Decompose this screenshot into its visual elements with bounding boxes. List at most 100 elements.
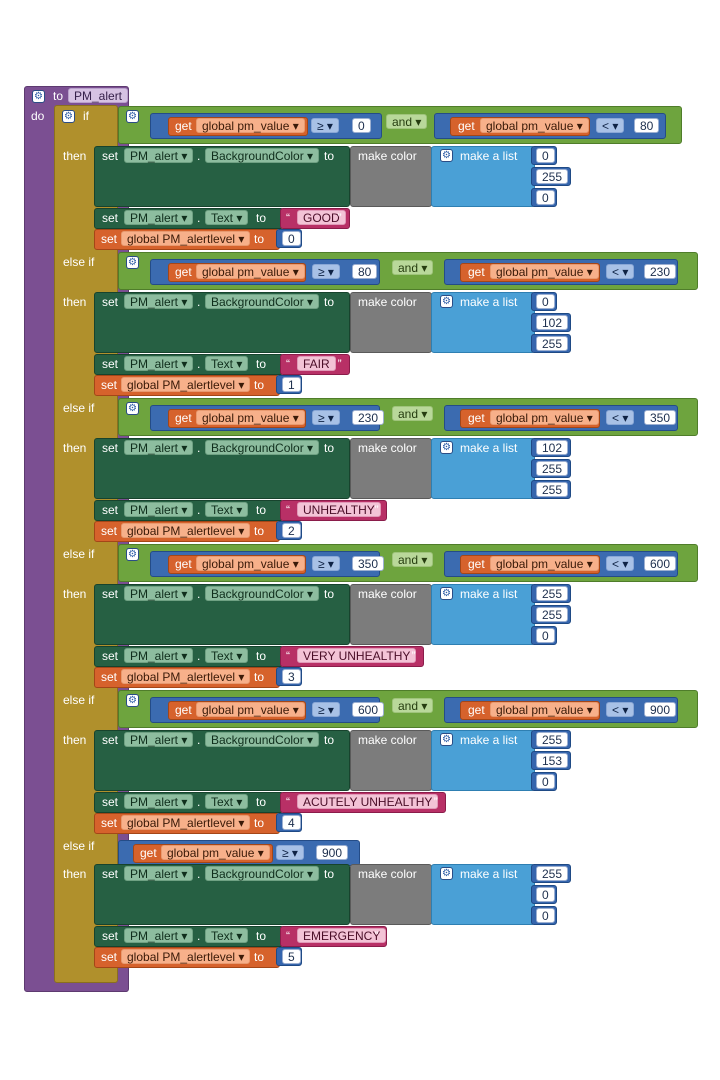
gear-icon[interactable]: ⚙ — [440, 295, 453, 308]
text-field[interactable]: FAIR — [297, 356, 336, 371]
property-dropdown[interactable]: Text ▾ — [205, 356, 249, 371]
property-dropdown[interactable]: Text ▾ — [205, 928, 249, 943]
property-dropdown[interactable]: BackgroundColor ▾ — [205, 294, 320, 309]
number-field[interactable]: 102 — [536, 440, 569, 455]
number-field[interactable]: 0 — [536, 908, 555, 923]
operator-dropdown-ge[interactable]: ≥ ▾ — [312, 410, 340, 425]
number-field[interactable]: 0 — [536, 628, 555, 643]
gear-icon[interactable]: ⚙ — [440, 441, 453, 454]
property-dropdown[interactable]: BackgroundColor ▾ — [205, 586, 320, 601]
text-field[interactable]: EMERGENCY — [297, 928, 387, 943]
number-field[interactable]: 255 — [536, 732, 569, 747]
number-field[interactable]: 255 — [536, 586, 569, 601]
variable-dropdown[interactable]: global pm_value ▾ — [196, 118, 305, 133]
operator-dropdown-ge[interactable]: ≥ ▾ — [311, 118, 339, 133]
if-else-block[interactable] — [54, 105, 118, 983]
property-dropdown[interactable]: BackgroundColor ▾ — [205, 732, 320, 747]
variable-dropdown[interactable]: global PM_alertlevel ▾ — [121, 523, 251, 538]
property-dropdown[interactable]: Text ▾ — [205, 794, 249, 809]
and-dropdown[interactable]: and ▾ — [392, 552, 434, 567]
number-field[interactable]: 102 — [536, 315, 569, 330]
variable-dropdown[interactable]: global pm_value ▾ — [196, 410, 305, 425]
number-field[interactable]: 600 — [644, 556, 677, 571]
variable-dropdown[interactable]: global pm_value ▾ — [490, 556, 599, 571]
number-field[interactable]: 255 — [536, 461, 569, 476]
component-dropdown[interactable]: PM_alert ▾ — [124, 440, 194, 455]
make-color-block[interactable] — [350, 584, 432, 645]
gear-icon[interactable]: ⚙ — [126, 110, 139, 123]
make-color-block[interactable] — [350, 292, 432, 353]
component-dropdown[interactable]: PM_alert ▾ — [124, 648, 194, 663]
number-field[interactable]: 2 — [282, 523, 301, 538]
gear-icon[interactable]: ⚙ — [440, 867, 453, 880]
operator-dropdown-lt[interactable]: < ▾ — [606, 264, 635, 279]
property-dropdown[interactable]: Text ▾ — [205, 648, 249, 663]
gear-icon[interactable]: ⚙ — [440, 587, 453, 600]
procedure-name-field[interactable]: PM_alert — [68, 88, 129, 103]
component-dropdown[interactable]: PM_alert ▾ — [124, 586, 194, 601]
number-field[interactable]: 230 — [352, 410, 385, 425]
number-field[interactable]: 255 — [536, 866, 569, 881]
property-dropdown[interactable]: Text ▾ — [205, 210, 249, 225]
property-dropdown[interactable]: Text ▾ — [205, 502, 249, 517]
and-dropdown[interactable]: and ▾ — [392, 260, 434, 275]
gear-icon[interactable]: ⚙ — [126, 694, 139, 707]
number-field[interactable]: 80 — [352, 264, 378, 279]
variable-dropdown[interactable]: global pm_value ▾ — [490, 702, 599, 717]
number-field[interactable]: 0 — [536, 190, 555, 205]
operator-dropdown-ge[interactable]: ≥ ▾ — [276, 845, 304, 860]
and-dropdown[interactable]: and ▾ — [392, 698, 434, 713]
operator-dropdown-lt[interactable]: < ▾ — [606, 556, 635, 571]
number-field[interactable]: 350 — [644, 410, 677, 425]
number-field[interactable]: 255 — [536, 607, 569, 622]
gear-icon[interactable]: ⚙ — [440, 149, 453, 162]
text-field[interactable]: VERY UNHEALTHY — [297, 648, 417, 663]
number-field[interactable]: 0 — [536, 294, 555, 309]
number-field[interactable]: 0 — [352, 118, 371, 133]
operator-dropdown-lt[interactable]: < ▾ — [606, 410, 635, 425]
number-field[interactable]: 900 — [316, 845, 349, 860]
number-field[interactable]: 0 — [536, 887, 555, 902]
number-field[interactable]: 0 — [536, 774, 555, 789]
number-field[interactable]: 153 — [536, 753, 569, 768]
operator-dropdown-ge[interactable]: ≥ ▾ — [312, 264, 340, 279]
component-dropdown[interactable]: PM_alert ▾ — [124, 866, 194, 881]
number-field[interactable]: 0 — [282, 231, 301, 246]
component-dropdown[interactable]: PM_alert ▾ — [124, 356, 194, 371]
make-color-block[interactable] — [350, 730, 432, 791]
variable-dropdown[interactable]: global pm_value ▾ — [161, 845, 270, 860]
make-color-block[interactable] — [350, 146, 432, 207]
number-field[interactable]: 1 — [282, 377, 301, 392]
number-field[interactable]: 900 — [644, 702, 677, 717]
number-field[interactable]: 3 — [282, 669, 301, 684]
text-field[interactable]: UNHEALTHY — [297, 502, 381, 517]
variable-dropdown[interactable]: global PM_alertlevel ▾ — [121, 669, 251, 684]
number-field[interactable]: 0 — [536, 148, 555, 163]
number-field[interactable]: 255 — [536, 169, 569, 184]
property-dropdown[interactable]: BackgroundColor ▾ — [205, 148, 320, 163]
make-color-block[interactable] — [350, 864, 432, 925]
component-dropdown[interactable]: PM_alert ▾ — [124, 928, 194, 943]
gear-icon[interactable]: ⚙ — [126, 402, 139, 415]
component-dropdown[interactable]: PM_alert ▾ — [124, 210, 194, 225]
and-dropdown[interactable]: and ▾ — [386, 114, 428, 129]
gear-icon[interactable]: ⚙ — [62, 110, 75, 123]
variable-dropdown[interactable]: global pm_value ▾ — [480, 118, 589, 133]
variable-dropdown[interactable]: global pm_value ▾ — [490, 410, 599, 425]
variable-dropdown[interactable]: global pm_value ▾ — [196, 556, 305, 571]
variable-dropdown[interactable]: global PM_alertlevel ▾ — [121, 815, 251, 830]
number-field[interactable]: 600 — [352, 702, 385, 717]
gear-icon[interactable]: ⚙ — [126, 256, 139, 269]
and-dropdown[interactable]: and ▾ — [392, 406, 434, 421]
number-field[interactable]: 5 — [282, 949, 301, 964]
operator-dropdown-lt[interactable]: < ▾ — [606, 702, 635, 717]
text-field[interactable]: ACUTELY UNHEALTHY — [297, 794, 439, 809]
text-field[interactable]: GOOD — [297, 210, 346, 225]
variable-dropdown[interactable]: global PM_alertlevel ▾ — [121, 231, 251, 246]
component-dropdown[interactable]: PM_alert ▾ — [124, 294, 194, 309]
variable-dropdown[interactable]: global PM_alertlevel ▾ — [121, 949, 251, 964]
number-field[interactable]: 350 — [352, 556, 385, 571]
variable-dropdown[interactable]: global PM_alertlevel ▾ — [121, 377, 251, 392]
component-dropdown[interactable]: PM_alert ▾ — [124, 148, 194, 163]
number-field[interactable]: 80 — [634, 118, 660, 133]
